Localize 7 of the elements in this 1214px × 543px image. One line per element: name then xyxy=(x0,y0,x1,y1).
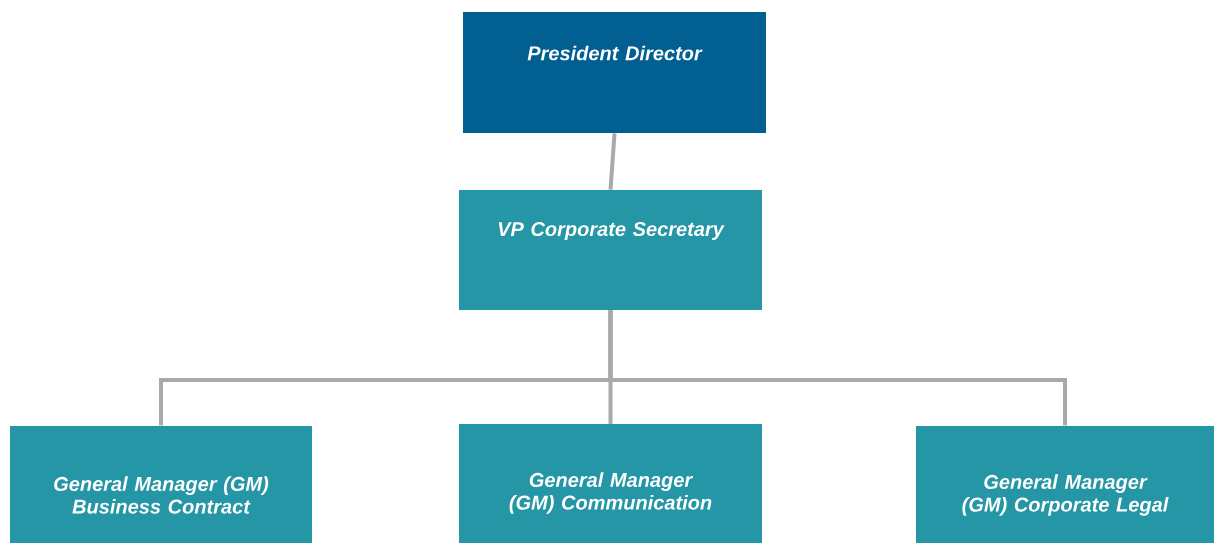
org-box: VP Corporate Secretary xyxy=(459,190,762,310)
org-box: General Manager (GM) Business Contract xyxy=(10,426,312,543)
org-box: General Manager (GM) Communication xyxy=(459,424,762,543)
org-box: President Director xyxy=(463,12,766,133)
org-box: General Manager (GM) Corporate Legal xyxy=(916,426,1214,543)
connector-line xyxy=(608,310,1067,426)
connector-line xyxy=(608,133,617,190)
